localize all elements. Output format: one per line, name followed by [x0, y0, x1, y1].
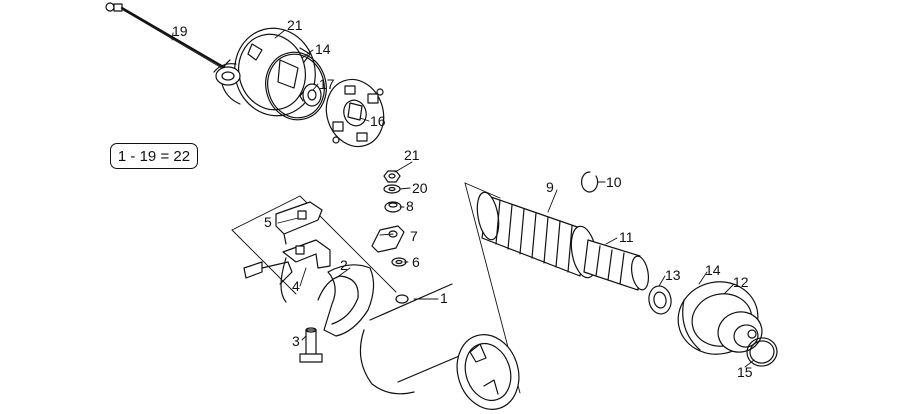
callout-8: 8 [406, 198, 414, 214]
part-17-rear-cover [213, 27, 316, 117]
callout-13: 13 [665, 267, 681, 283]
callout-17: 21 [287, 17, 303, 33]
callout-15: 15 [737, 364, 753, 380]
callout-7: 7 [410, 228, 418, 244]
callout-10: 10 [606, 174, 622, 190]
callout-labels: 19 21 14 17 16 21 20 8 7 6 5 4 3 2 1 9 1… [172, 17, 753, 380]
part-16-brush-holder [325, 78, 385, 148]
callout-14-rear: 14 [315, 41, 331, 57]
part-2-field-coil [317, 264, 375, 337]
part-7-insulator [371, 225, 405, 253]
callout-16: 16 [370, 113, 386, 129]
parts-range-legend: 1 - 19 = 22 [110, 143, 198, 169]
part-9-armature [476, 191, 598, 279]
callout-leaders [171, 29, 755, 368]
part-5-brush-bracket [275, 201, 323, 245]
part-8-insulating-washer [384, 201, 402, 213]
callout-20: 20 [412, 180, 428, 196]
callout-14-front: 14 [705, 262, 721, 278]
parts-range-text: 1 - 19 = 22 [117, 147, 191, 165]
callout-2: 2 [340, 257, 348, 273]
callout-9: 9 [546, 179, 554, 195]
part-13-thrust-washer [648, 285, 672, 315]
callout-1: 1 [440, 290, 448, 306]
callout-4: 4 [292, 278, 300, 294]
callout-11: 11 [619, 229, 634, 245]
callout-5: 5 [264, 214, 272, 230]
part-21-nut [383, 170, 401, 183]
part-18-bush [299, 83, 322, 107]
part-15-oring [746, 337, 778, 367]
callout-21: 21 [404, 147, 420, 163]
callout-6: 6 [412, 254, 420, 270]
part-19-through-bolt [105, 2, 234, 75]
part-1-yoke [359, 283, 520, 410]
part-20-washer [383, 184, 401, 194]
part-14-rear-oring [265, 51, 327, 121]
callout-3: 3 [292, 333, 300, 349]
callout-12: 12 [733, 274, 749, 290]
part-12-drive-housing [677, 281, 763, 355]
part-4-brush-assembly [243, 239, 331, 303]
part-3-terminal-bolt [299, 327, 323, 363]
part-10-snap-ring [581, 171, 599, 193]
callout-19: 19 [172, 23, 188, 39]
callout-18: 17 [319, 76, 335, 92]
part-11-commutator [583, 239, 650, 291]
